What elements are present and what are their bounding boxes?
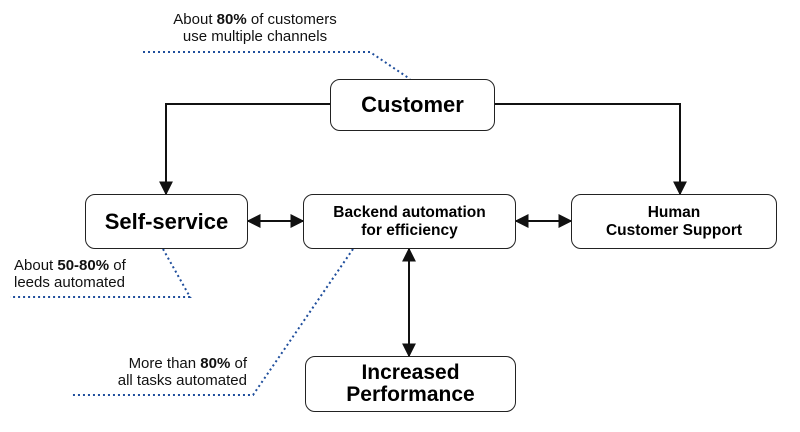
node-human-support: Human Customer Support bbox=[571, 194, 777, 249]
annotation-tasks-value: 80% bbox=[200, 355, 231, 372]
node-customer: Customer bbox=[330, 79, 495, 131]
annotation-customers-line2: use multiple channels bbox=[182, 27, 328, 45]
annotation-customers-value: 80% bbox=[216, 11, 247, 28]
callout-line-leeds bbox=[10, 248, 192, 298]
node-backend-label-line2: for efficiency bbox=[361, 221, 458, 239]
callout-line-customers bbox=[143, 51, 411, 80]
node-backend-automation: Backend automation for efficiency bbox=[303, 194, 516, 249]
annotation-customers-post: of customers bbox=[246, 11, 337, 28]
node-human-label-line1: Human bbox=[647, 203, 701, 221]
annotation-leeds-value: 50-80% bbox=[57, 257, 110, 274]
edge-customer-to-human-support bbox=[495, 103, 687, 196]
annotation-tasks-post: of bbox=[230, 355, 247, 372]
node-performance-label-line1: Increased bbox=[361, 360, 460, 384]
node-customer-label: Customer bbox=[361, 92, 464, 118]
callout-line-tasks bbox=[70, 248, 354, 396]
annotation-tasks-pre: More than bbox=[128, 355, 201, 372]
node-performance-label-line2: Performance bbox=[346, 383, 475, 406]
node-human-label-line2: Customer Support bbox=[605, 221, 743, 239]
annotation-customers-pre: About bbox=[173, 11, 217, 28]
annotation-leeds-pre: About bbox=[14, 257, 58, 274]
annotation-tasks-line2: all tasks automated bbox=[117, 371, 247, 389]
annotation-leeds: About 50-80% of leeds automated bbox=[14, 257, 194, 291]
node-increased-performance: Increased Performance bbox=[305, 356, 516, 412]
annotation-tasks: More than 80% of all tasks automated bbox=[72, 355, 247, 389]
annotation-leeds-line2: leeds automated bbox=[14, 273, 125, 291]
annotation-leeds-post: of bbox=[109, 257, 126, 274]
edge-customer-to-self-service bbox=[159, 103, 330, 196]
annotation-customers: About 80% of customers use multiple chan… bbox=[140, 11, 370, 45]
node-self-service-label: Self-service bbox=[104, 208, 229, 234]
node-backend-label-line1: Backend automation bbox=[333, 203, 486, 221]
node-self-service: Self-service bbox=[85, 194, 248, 249]
